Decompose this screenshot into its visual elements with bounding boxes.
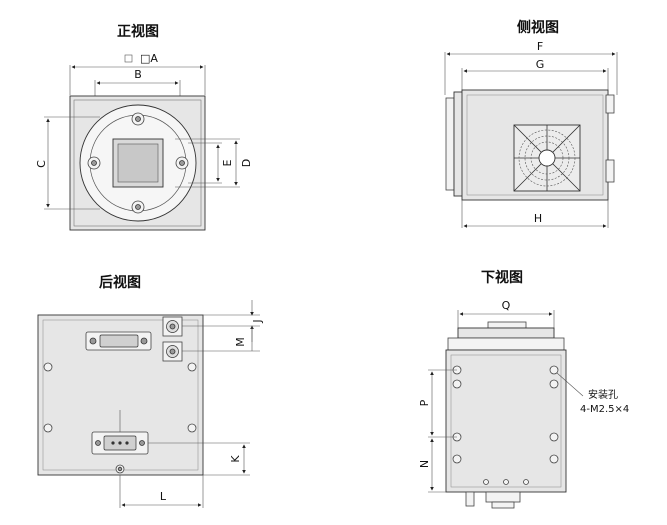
rear-screw-4 bbox=[187, 423, 197, 433]
side-view: 侧视图 F G bbox=[444, 19, 618, 228]
dim-label-n: N bbox=[418, 460, 431, 468]
cooling-fan bbox=[513, 124, 581, 192]
data-connector bbox=[85, 331, 152, 351]
mount-screw-bottom-head bbox=[135, 204, 141, 210]
dim-label-j: J bbox=[251, 319, 264, 323]
dim-label-p: P bbox=[418, 399, 431, 406]
bottom-body bbox=[445, 349, 567, 493]
dim-label-e: E bbox=[221, 159, 234, 166]
dim-label-f: F bbox=[537, 40, 543, 53]
dim-label-b: B bbox=[134, 68, 142, 81]
bottom-mount-ring bbox=[447, 337, 565, 351]
rear-screw-3 bbox=[187, 362, 197, 372]
mount-hole-7 bbox=[549, 432, 559, 442]
mount-holes-note-spec: 4-M2.5×4 bbox=[580, 404, 629, 415]
dim-label-l: L bbox=[160, 490, 167, 503]
bottom-screw-1 bbox=[483, 479, 489, 485]
power-connector bbox=[91, 431, 149, 455]
sensor bbox=[117, 143, 159, 183]
mount-screw-left-head bbox=[91, 160, 97, 166]
ground-screw-head bbox=[117, 466, 123, 472]
front-view-title: 正视图 bbox=[117, 23, 159, 40]
bottom-connector-1 bbox=[465, 491, 475, 507]
dim-label-g: G bbox=[536, 58, 545, 71]
side-connector-bottom bbox=[605, 159, 615, 183]
mount-hole-5 bbox=[549, 365, 559, 375]
mount-hole-6 bbox=[549, 379, 559, 389]
dim-label-d: D bbox=[240, 159, 253, 167]
mount-holes-note-title: 安装孔 bbox=[588, 388, 618, 401]
dim-label-c: C bbox=[35, 160, 48, 168]
rear-screw-1 bbox=[43, 362, 53, 372]
bottom-flange bbox=[457, 327, 555, 339]
front-view: 正视图 □A B C bbox=[35, 23, 253, 231]
coax-connector-bottom bbox=[162, 341, 183, 362]
dim-label-m: M bbox=[234, 337, 247, 347]
mount-holes-leader bbox=[556, 372, 584, 397]
mount-hole-2 bbox=[452, 379, 462, 389]
mount-screw-right-head bbox=[179, 160, 185, 166]
dim-label-k: K bbox=[229, 455, 242, 463]
rear-screw-2 bbox=[43, 423, 53, 433]
bottom-connector-3 bbox=[491, 501, 515, 509]
front-body-inner-edge bbox=[73, 99, 202, 227]
bottom-body-inner-edge bbox=[450, 354, 562, 488]
bottom-connector-2 bbox=[485, 491, 521, 503]
dim-label-q: Q bbox=[502, 299, 511, 312]
mount-hole-8 bbox=[549, 454, 559, 464]
bottom-screw-3 bbox=[523, 479, 529, 485]
bottom-flange-top bbox=[487, 321, 527, 329]
bottom-view-title: 下视图 bbox=[481, 269, 523, 286]
mount-hole-4 bbox=[452, 454, 462, 464]
coax-connector-top bbox=[162, 316, 183, 337]
mount-screw-top-head bbox=[135, 116, 141, 122]
side-view-title: 侧视图 bbox=[517, 19, 559, 36]
square-symbol bbox=[124, 54, 133, 63]
dim-label-h: H bbox=[534, 212, 542, 225]
rear-view: 后视图 bbox=[37, 274, 264, 508]
side-mount-flange bbox=[445, 97, 455, 191]
bottom-view: 下视图 Q P N bbox=[418, 269, 629, 509]
side-body-inner-edge bbox=[466, 94, 604, 196]
side-connector-top bbox=[605, 94, 615, 114]
dim-label-a: □A bbox=[140, 52, 158, 65]
bottom-screw-2 bbox=[503, 479, 509, 485]
rear-view-title: 后视图 bbox=[99, 274, 141, 291]
